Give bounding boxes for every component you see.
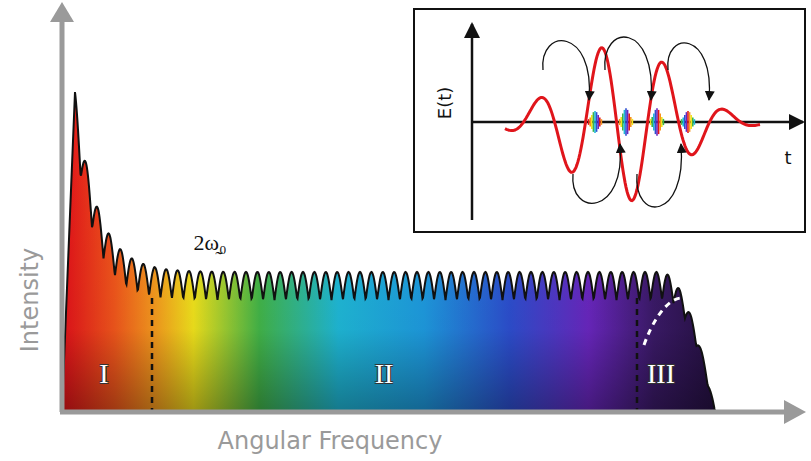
attosecond-burst (690, 115, 692, 129)
attosecond-burst (686, 112, 688, 132)
time-axis-label: t (784, 149, 791, 167)
attosecond-burst (594, 111, 596, 133)
attosecond-burst (684, 115, 686, 129)
electron-trajectory (668, 43, 710, 100)
cutoff-fit-curve (644, 298, 734, 412)
field-plot (415, 10, 808, 235)
attosecond-burst (682, 118, 684, 127)
attosecond-burst (658, 110, 660, 134)
attosecond-burst (632, 119, 634, 125)
electron-trajectory (573, 144, 621, 203)
laser-field (505, 48, 760, 201)
electron-trajectory (605, 37, 652, 100)
field-axis-label: E(t) (436, 87, 454, 119)
attosecond-burst (588, 119, 590, 125)
attosecond-burst (651, 117, 653, 127)
electron-trajectory (543, 41, 590, 100)
attosecond-burst (661, 117, 663, 127)
attosecond-burst (663, 119, 665, 125)
axis-title: Intensity (18, 248, 42, 352)
attosecond-burst (655, 110, 657, 134)
y-axis (60, 18, 65, 412)
attosecond-burst (630, 117, 632, 127)
attosecond-burst (681, 119, 683, 125)
region-divider (636, 298, 639, 411)
attosecond-burst (619, 119, 621, 125)
attosecond-burst (620, 117, 622, 127)
attosecond-burst (689, 112, 691, 132)
attosecond-burst (622, 114, 624, 131)
region-label: III (647, 360, 675, 388)
attosecond-burst (687, 111, 689, 133)
region-divider (151, 298, 154, 411)
attosecond-burst (625, 108, 627, 135)
axis-title: Angular Frequency (218, 429, 443, 453)
attosecond-burst (599, 118, 601, 127)
attosecond-burst (597, 115, 599, 129)
attosecond-burst (601, 119, 603, 125)
region-label: I (99, 360, 108, 388)
x-axis (60, 410, 786, 415)
region-label: II (375, 360, 394, 388)
attosecond-burst (627, 110, 629, 134)
electron-trajectory (637, 144, 682, 207)
attosecond-burst (692, 118, 694, 127)
attosecond-burst (589, 118, 591, 127)
attosecond-burst (653, 114, 655, 131)
attosecond-burst (628, 114, 630, 131)
attosecond-burst (650, 119, 652, 125)
x-axis-arrow (784, 400, 806, 424)
y-axis-arrow (50, 2, 74, 22)
attosecond-burst (656, 108, 658, 135)
attosecond-burst (694, 119, 696, 125)
inset-panel: E(t) t (413, 8, 806, 233)
attosecond-burst (596, 112, 598, 132)
attosecond-burst (591, 115, 593, 129)
harmonic-spacing-label: 2ω̰₀ (193, 232, 226, 254)
attosecond-burst (659, 114, 661, 131)
attosecond-burst (593, 112, 595, 132)
attosecond-burst (624, 110, 626, 134)
